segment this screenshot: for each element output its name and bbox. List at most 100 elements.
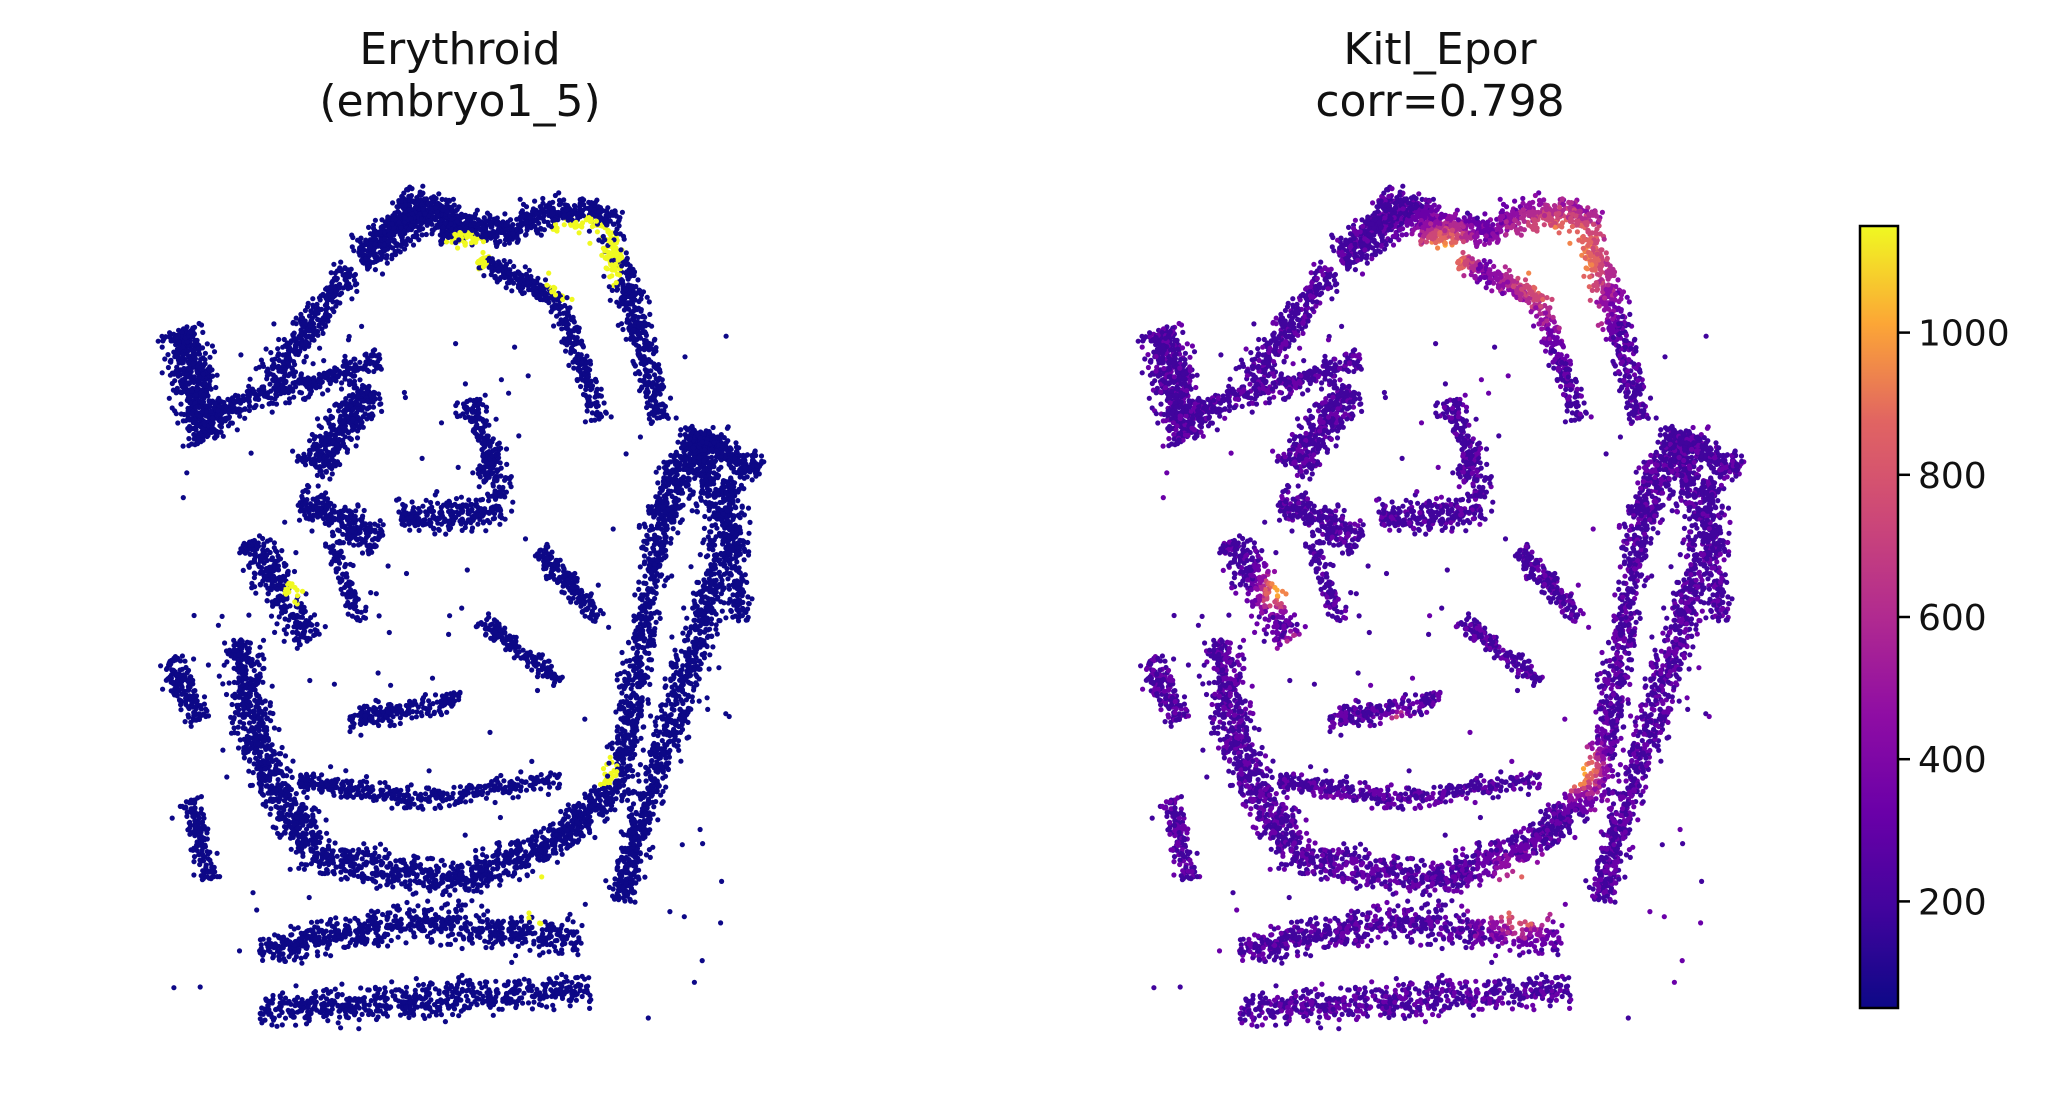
cell-point xyxy=(218,418,223,423)
cell-point xyxy=(374,231,379,236)
cell-point xyxy=(156,339,161,344)
cell-point xyxy=(420,184,425,189)
cell-point xyxy=(246,396,251,401)
cell-point xyxy=(401,191,406,196)
cell-point xyxy=(324,302,329,307)
cell-point xyxy=(291,359,296,364)
cell-point xyxy=(270,377,275,382)
cell-point xyxy=(398,225,403,230)
cell-point xyxy=(231,398,236,403)
cell-point xyxy=(398,249,403,254)
cell-point xyxy=(320,331,325,336)
cell-point xyxy=(282,367,287,372)
cell-point xyxy=(304,379,309,384)
cell-point xyxy=(165,352,170,357)
cell-point xyxy=(287,355,292,360)
cell-point xyxy=(347,360,352,365)
cell-point xyxy=(299,315,304,320)
cell-point xyxy=(206,433,211,438)
cell-point xyxy=(273,388,278,393)
cell-point xyxy=(373,218,378,223)
cell-point xyxy=(384,256,389,261)
cell-point xyxy=(310,296,315,301)
cell-point xyxy=(377,352,382,357)
cell-point xyxy=(276,337,281,342)
cell-point xyxy=(373,242,378,247)
cell-point xyxy=(197,437,202,442)
cell-point xyxy=(406,194,411,199)
cell-point xyxy=(182,412,187,417)
cell-point xyxy=(396,220,401,225)
cell-point xyxy=(203,351,208,356)
cell-point xyxy=(210,343,215,348)
cell-point xyxy=(288,340,293,345)
cell-point xyxy=(260,404,265,409)
cell-point xyxy=(268,350,273,355)
cell-point xyxy=(402,215,407,220)
cell-point xyxy=(357,360,362,365)
cell-point xyxy=(281,360,286,365)
cell-point xyxy=(390,200,395,205)
cell-point xyxy=(226,410,231,415)
cell-point xyxy=(306,301,311,306)
cell-point xyxy=(297,379,302,384)
cell-point xyxy=(271,364,276,369)
cell-point xyxy=(204,388,209,393)
cell-point xyxy=(167,396,172,401)
cell-point xyxy=(385,261,390,266)
cell-point xyxy=(313,309,318,314)
cell-point xyxy=(301,325,306,330)
cell-point xyxy=(280,345,285,350)
cell-point xyxy=(307,323,312,328)
cell-point xyxy=(373,267,378,272)
cell-point xyxy=(408,238,413,243)
cell-point xyxy=(424,232,429,237)
cell-point xyxy=(283,380,288,385)
cell-point xyxy=(436,191,441,196)
cell-point xyxy=(189,441,194,446)
cell-point xyxy=(365,355,370,360)
cell-point xyxy=(242,416,247,421)
cell-point xyxy=(245,389,250,394)
cell-point xyxy=(399,244,404,249)
cell-point xyxy=(411,242,416,247)
cell-point xyxy=(313,331,318,336)
cell-point xyxy=(167,330,172,335)
cell-point xyxy=(187,427,192,432)
cell-point xyxy=(326,373,331,378)
cell-point xyxy=(242,406,247,411)
cell-point xyxy=(380,271,385,276)
cell-point xyxy=(264,346,269,351)
cell-point xyxy=(197,366,202,371)
cell-point xyxy=(217,423,222,428)
cell-point xyxy=(330,369,335,374)
cell-point xyxy=(400,238,405,243)
cell-point xyxy=(290,366,295,371)
cell-point xyxy=(290,386,295,391)
cell-point xyxy=(367,253,372,258)
cell-point xyxy=(331,262,336,267)
cell-point xyxy=(191,432,196,437)
cell-point xyxy=(294,316,299,321)
cell-point xyxy=(393,249,398,254)
cell-point xyxy=(178,402,183,407)
cell-point xyxy=(292,381,297,386)
cell-point xyxy=(181,366,186,371)
cell-point xyxy=(339,386,344,391)
cell-point xyxy=(307,328,312,333)
cell-point xyxy=(262,394,267,399)
cell-point xyxy=(197,374,202,379)
cell-point xyxy=(209,421,214,426)
cell-point xyxy=(226,415,231,420)
cell-point xyxy=(385,214,390,219)
cell-point xyxy=(232,409,237,414)
cell-point xyxy=(358,236,363,241)
cell-point xyxy=(326,377,331,382)
cell-point xyxy=(351,248,356,253)
cell-point xyxy=(202,381,207,386)
cell-point xyxy=(397,230,402,235)
cell-point xyxy=(302,396,307,401)
cell-point xyxy=(317,346,322,351)
cell-point xyxy=(180,377,185,382)
cell-point xyxy=(409,223,414,228)
